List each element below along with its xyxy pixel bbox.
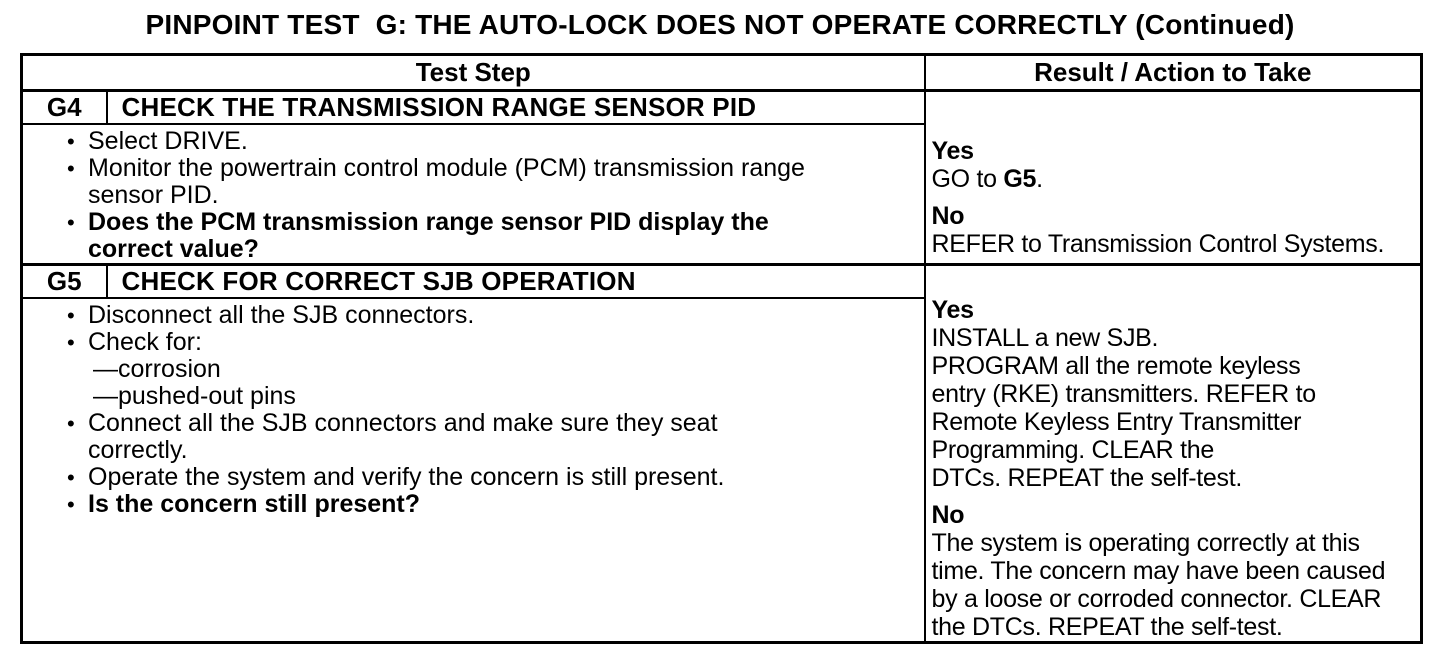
bullet-text: Disconnect all the SJB connectors. <box>88 301 475 329</box>
sub-item-text: pushed-out pins <box>118 382 296 410</box>
bullet-item: • Connect all the SJB connectors and mak… <box>67 410 920 464</box>
table-header-row: Test Step Result / Action to Take <box>20 53 1423 92</box>
g5-no-block: No The system is operating correctly at … <box>932 501 1419 641</box>
dash-icon: — <box>93 355 118 383</box>
step-bullets-g4: • Select DRIVE. • Monitor the powertrain… <box>20 123 926 266</box>
pinpoint-test-table: Test Step Result / Action to Take G4 CHE… <box>20 53 1424 644</box>
bullet-icon: • <box>67 411 75 436</box>
step-g5-bullets-row: • Disconnect all the SJB connectors. • C… <box>20 297 1422 644</box>
step-title-g5: CHECK FOR CORRECT SJB OPERATION <box>105 263 926 299</box>
g5-yes-label: Yes <box>931 296 975 324</box>
g5-yes-action: INSTALL a new SJB. PROGRAM all the remot… <box>931 324 1317 492</box>
sub-item-text: corrosion <box>118 355 221 383</box>
bullet-icon: • <box>67 492 75 517</box>
step-g4-bullets-row: • Select DRIVE. • Monitor the powertrain… <box>20 123 1422 266</box>
header-test-step: Test Step <box>20 53 926 92</box>
page: PINPOINT TEST G: THE AUTO-LOCK DOES NOT … <box>0 8 1424 644</box>
bullet-item: • Operate the system and verify the conc… <box>67 464 920 491</box>
bullet-text-question: Is the concern still present? <box>88 490 421 518</box>
header-result-action: Result / Action to Take <box>923 53 1423 92</box>
bullet-icon: • <box>67 330 75 355</box>
step-bullets-g5: • Disconnect all the SJB connectors. • C… <box>20 297 926 644</box>
g4-yes-label: Yes <box>931 137 975 165</box>
bullet-item: • Is the concern still present? <box>67 491 920 518</box>
sub-list-item: — pushed-out pins <box>67 383 920 410</box>
bullet-icon: • <box>67 303 75 328</box>
bullet-text: Monitor the powertrain control module (P… <box>88 154 805 209</box>
g5-no-action: The system is operating correctly at thi… <box>931 529 1386 641</box>
g4-no-action: REFER to Transmission Control Systems. <box>931 230 1385 258</box>
g5-no-label: No <box>931 501 965 529</box>
g4-yes-action: GO to G5. <box>932 165 1419 193</box>
g4-no-label: No <box>931 202 965 230</box>
result-cell-g4: Yes GO to G5. No REFER to Transmission C… <box>923 89 1423 266</box>
bullet-icon: • <box>67 210 75 235</box>
step-id-g4: G4 <box>20 89 108 125</box>
bullet-text: Operate the system and verify the concer… <box>88 463 725 491</box>
step-id-g5: G5 <box>20 263 108 299</box>
g4-yes-action-prefix: GO to <box>931 165 1004 193</box>
g4-yes-action-suffix: . <box>1036 165 1043 193</box>
step-g4-title-row: G4 CHECK THE TRANSMISSION RANGE SENSOR P… <box>20 89 1423 266</box>
bullet-text-question: Does the PCM transmission range sensor P… <box>88 208 769 263</box>
bullet-item: • Monitor the powertrain control module … <box>67 155 920 209</box>
result-cell-g5: Yes INSTALL a new SJB. PROGRAM all the r… <box>923 263 1423 644</box>
bullet-item: • Does the PCM transmission range sensor… <box>67 209 920 263</box>
sub-list-item: — corrosion <box>67 356 920 383</box>
g4-no-block: No REFER to Transmission Control Systems… <box>932 202 1419 258</box>
bullet-text: Check for: <box>88 328 202 356</box>
step-title-g4: CHECK THE TRANSMISSION RANGE SENSOR PID <box>105 89 926 125</box>
dash-icon: — <box>93 382 118 410</box>
bullet-item: • Check for: <box>67 329 920 356</box>
bullet-icon: • <box>67 156 75 181</box>
page-title: PINPOINT TEST G: THE AUTO-LOCK DOES NOT … <box>145 9 1295 40</box>
bullet-item: • Select DRIVE. <box>67 128 920 155</box>
bullet-icon: • <box>67 465 75 490</box>
step-g5-title-row: G5 CHECK FOR CORRECT SJB OPERATION Yes I… <box>20 263 1423 644</box>
bullet-text: Connect all the SJB connectors and make … <box>88 409 718 464</box>
bullet-text: Select DRIVE. <box>88 127 248 155</box>
bullet-icon: • <box>67 129 75 154</box>
g4-yes-action-target: G5 <box>1003 165 1037 193</box>
bullet-item: • Disconnect all the SJB connectors. <box>67 302 920 329</box>
